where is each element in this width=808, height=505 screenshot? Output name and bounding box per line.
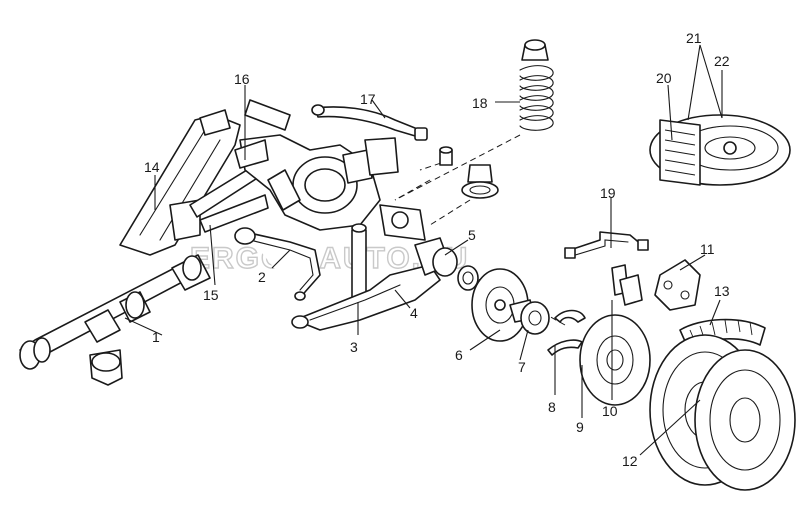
- callout-3: 3: [350, 339, 358, 355]
- callout-11: 11: [700, 241, 715, 257]
- leader-lines: [124, 44, 723, 456]
- brake-disc: [579, 314, 651, 406]
- lower-control-arm: [291, 264, 441, 331]
- callout-4: 4: [410, 305, 418, 321]
- brake-caliper: [654, 259, 701, 311]
- callout-labels: 1 2 3 4 5 6 7 8 9 10 11 12 13 14 15 16 1…: [144, 30, 730, 469]
- wheel-and-tire: [649, 318, 796, 491]
- stabilizer-link: [311, 104, 428, 141]
- mounting-fittings: [439, 146, 499, 199]
- trailing-arm-bracket: [119, 109, 241, 256]
- callout-5: 5: [468, 227, 476, 243]
- propeller-shaft: [19, 254, 211, 386]
- coil-spring: [519, 39, 554, 131]
- callout-1: 1: [152, 329, 160, 345]
- callout-21: 21: [686, 30, 702, 46]
- callout-19: 19: [600, 185, 616, 201]
- callout-7: 7: [518, 359, 526, 375]
- spare-wheel: [649, 114, 791, 186]
- stabilizer-bar: [234, 227, 321, 301]
- brake-pads: [611, 264, 643, 306]
- callout-12: 12: [622, 453, 638, 469]
- wheel-bearing-housing: [414, 237, 479, 291]
- callout-16: 16: [234, 71, 250, 87]
- callout-8: 8: [548, 399, 556, 415]
- callout-22: 22: [714, 53, 730, 69]
- callout-13: 13: [714, 283, 730, 299]
- brake-shoes: [547, 309, 586, 356]
- callout-18: 18: [472, 95, 488, 111]
- brake-line: [564, 231, 649, 259]
- callout-10: 10: [602, 403, 618, 419]
- callout-15: 15: [203, 287, 219, 303]
- callout-17: 17: [360, 91, 376, 107]
- callout-9: 9: [576, 419, 584, 435]
- wheel-hub: [509, 299, 550, 335]
- callout-2: 2: [258, 269, 266, 285]
- callout-20: 20: [656, 70, 672, 86]
- callout-14: 14: [144, 159, 160, 175]
- callout-6: 6: [455, 347, 463, 363]
- rear-axle-housing: [234, 134, 426, 241]
